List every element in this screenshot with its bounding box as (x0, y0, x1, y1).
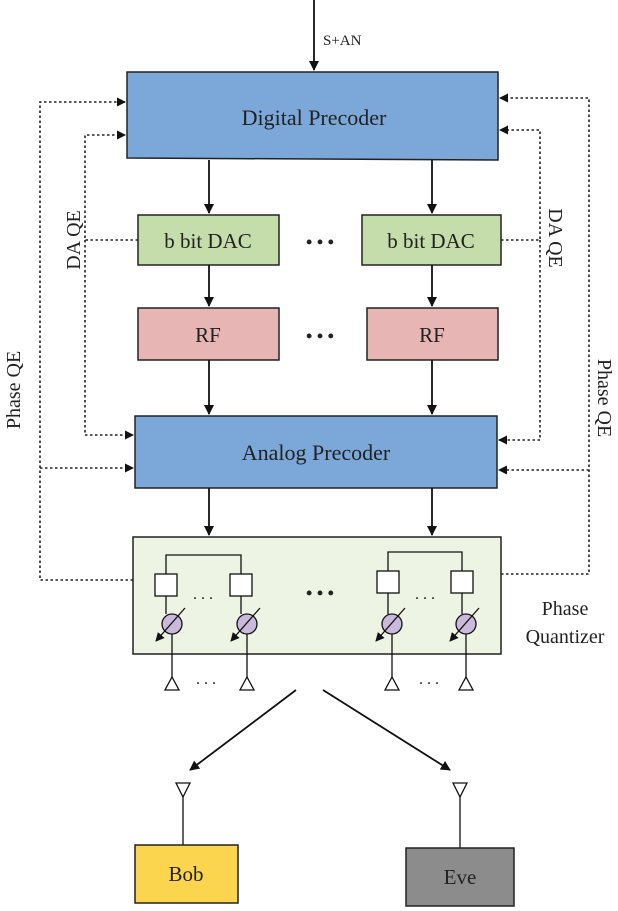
antenna-icon (174, 782, 192, 799)
phase-qe-right-label: Phase QE (593, 359, 615, 437)
eve-box (405, 847, 515, 907)
analog-precoder-block: Analog Precoder (134, 415, 498, 489)
rf-ellipsis: • • • (306, 326, 334, 346)
phase-quantizer-label-line2: Quantizer (526, 626, 605, 648)
feedback-phase-qe-right (498, 93, 590, 575)
dac-right-label: b bit DAC (387, 229, 475, 253)
antenna-ellipsis-right: . . . (419, 671, 439, 688)
dac-right-block: b bit DAC (361, 214, 502, 266)
da-qe-left-label: DA QE (63, 210, 85, 269)
digital-precoder-box (126, 71, 499, 161)
feedback-da-qe-left (84, 130, 138, 440)
bob-antenna (174, 782, 192, 845)
arrow-to-bob (189, 689, 297, 771)
antenna-icon (451, 782, 469, 799)
eve-antenna (451, 782, 469, 848)
feedback-da-qe-right (498, 125, 541, 445)
phase-group-ellipsis: • • • (306, 583, 334, 603)
eve-label: Eve (444, 865, 477, 889)
rf-right-label: RF (419, 323, 445, 347)
rf-left-box (137, 307, 280, 361)
antenna-array: . . . . . . (163, 634, 475, 691)
eve-block: Eve (405, 847, 515, 907)
dac-left-block: b bit DAC (137, 214, 280, 266)
feedback-phase-qe-left (39, 97, 134, 581)
antenna-ellipsis-left: . . . (196, 671, 216, 688)
splitter-block (229, 573, 253, 597)
digital-precoder-block: Digital Precoder (126, 71, 499, 161)
dac-left-label: b bit DAC (164, 229, 252, 253)
splitter-block (154, 573, 178, 597)
analog-precoder-box (134, 415, 498, 489)
input-label: S+AN (323, 33, 362, 49)
analog-precoder-label: Analog Precoder (242, 440, 391, 465)
phase-quantizer-box (132, 536, 502, 655)
phase-group-left: . . . (154, 554, 261, 642)
antenna-icon (383, 675, 401, 691)
rf-left-label: RF (195, 323, 221, 347)
arrow-to-eve (322, 689, 451, 771)
phase-quantizer-block: . . . . . . • • • (132, 536, 502, 655)
dac-ellipsis: • • • (306, 232, 334, 252)
bob-label: Bob (168, 862, 203, 886)
antenna-icon (163, 675, 181, 691)
antenna-icon (457, 675, 475, 691)
rf-right-block: RF (366, 307, 499, 361)
phase-qe-left-label: Phase QE (3, 351, 25, 429)
splitter-ellipsis-left: . . . (193, 586, 213, 603)
splitter-ellipsis-right: . . . (415, 586, 435, 603)
antenna-icon (238, 675, 256, 691)
bob-box (134, 844, 239, 904)
phase-group-right: . . . (375, 551, 480, 642)
splitter-block (376, 570, 400, 594)
digital-precoder-label: Digital Precoder (242, 105, 387, 130)
bob-block: Bob (134, 844, 239, 904)
dac-left-box (137, 214, 280, 266)
splitter-block (450, 570, 474, 594)
da-qe-right-label: DA QE (544, 208, 566, 267)
rf-left-block: RF (137, 307, 280, 361)
phase-quantizer-label-line1: Phase (542, 598, 589, 620)
